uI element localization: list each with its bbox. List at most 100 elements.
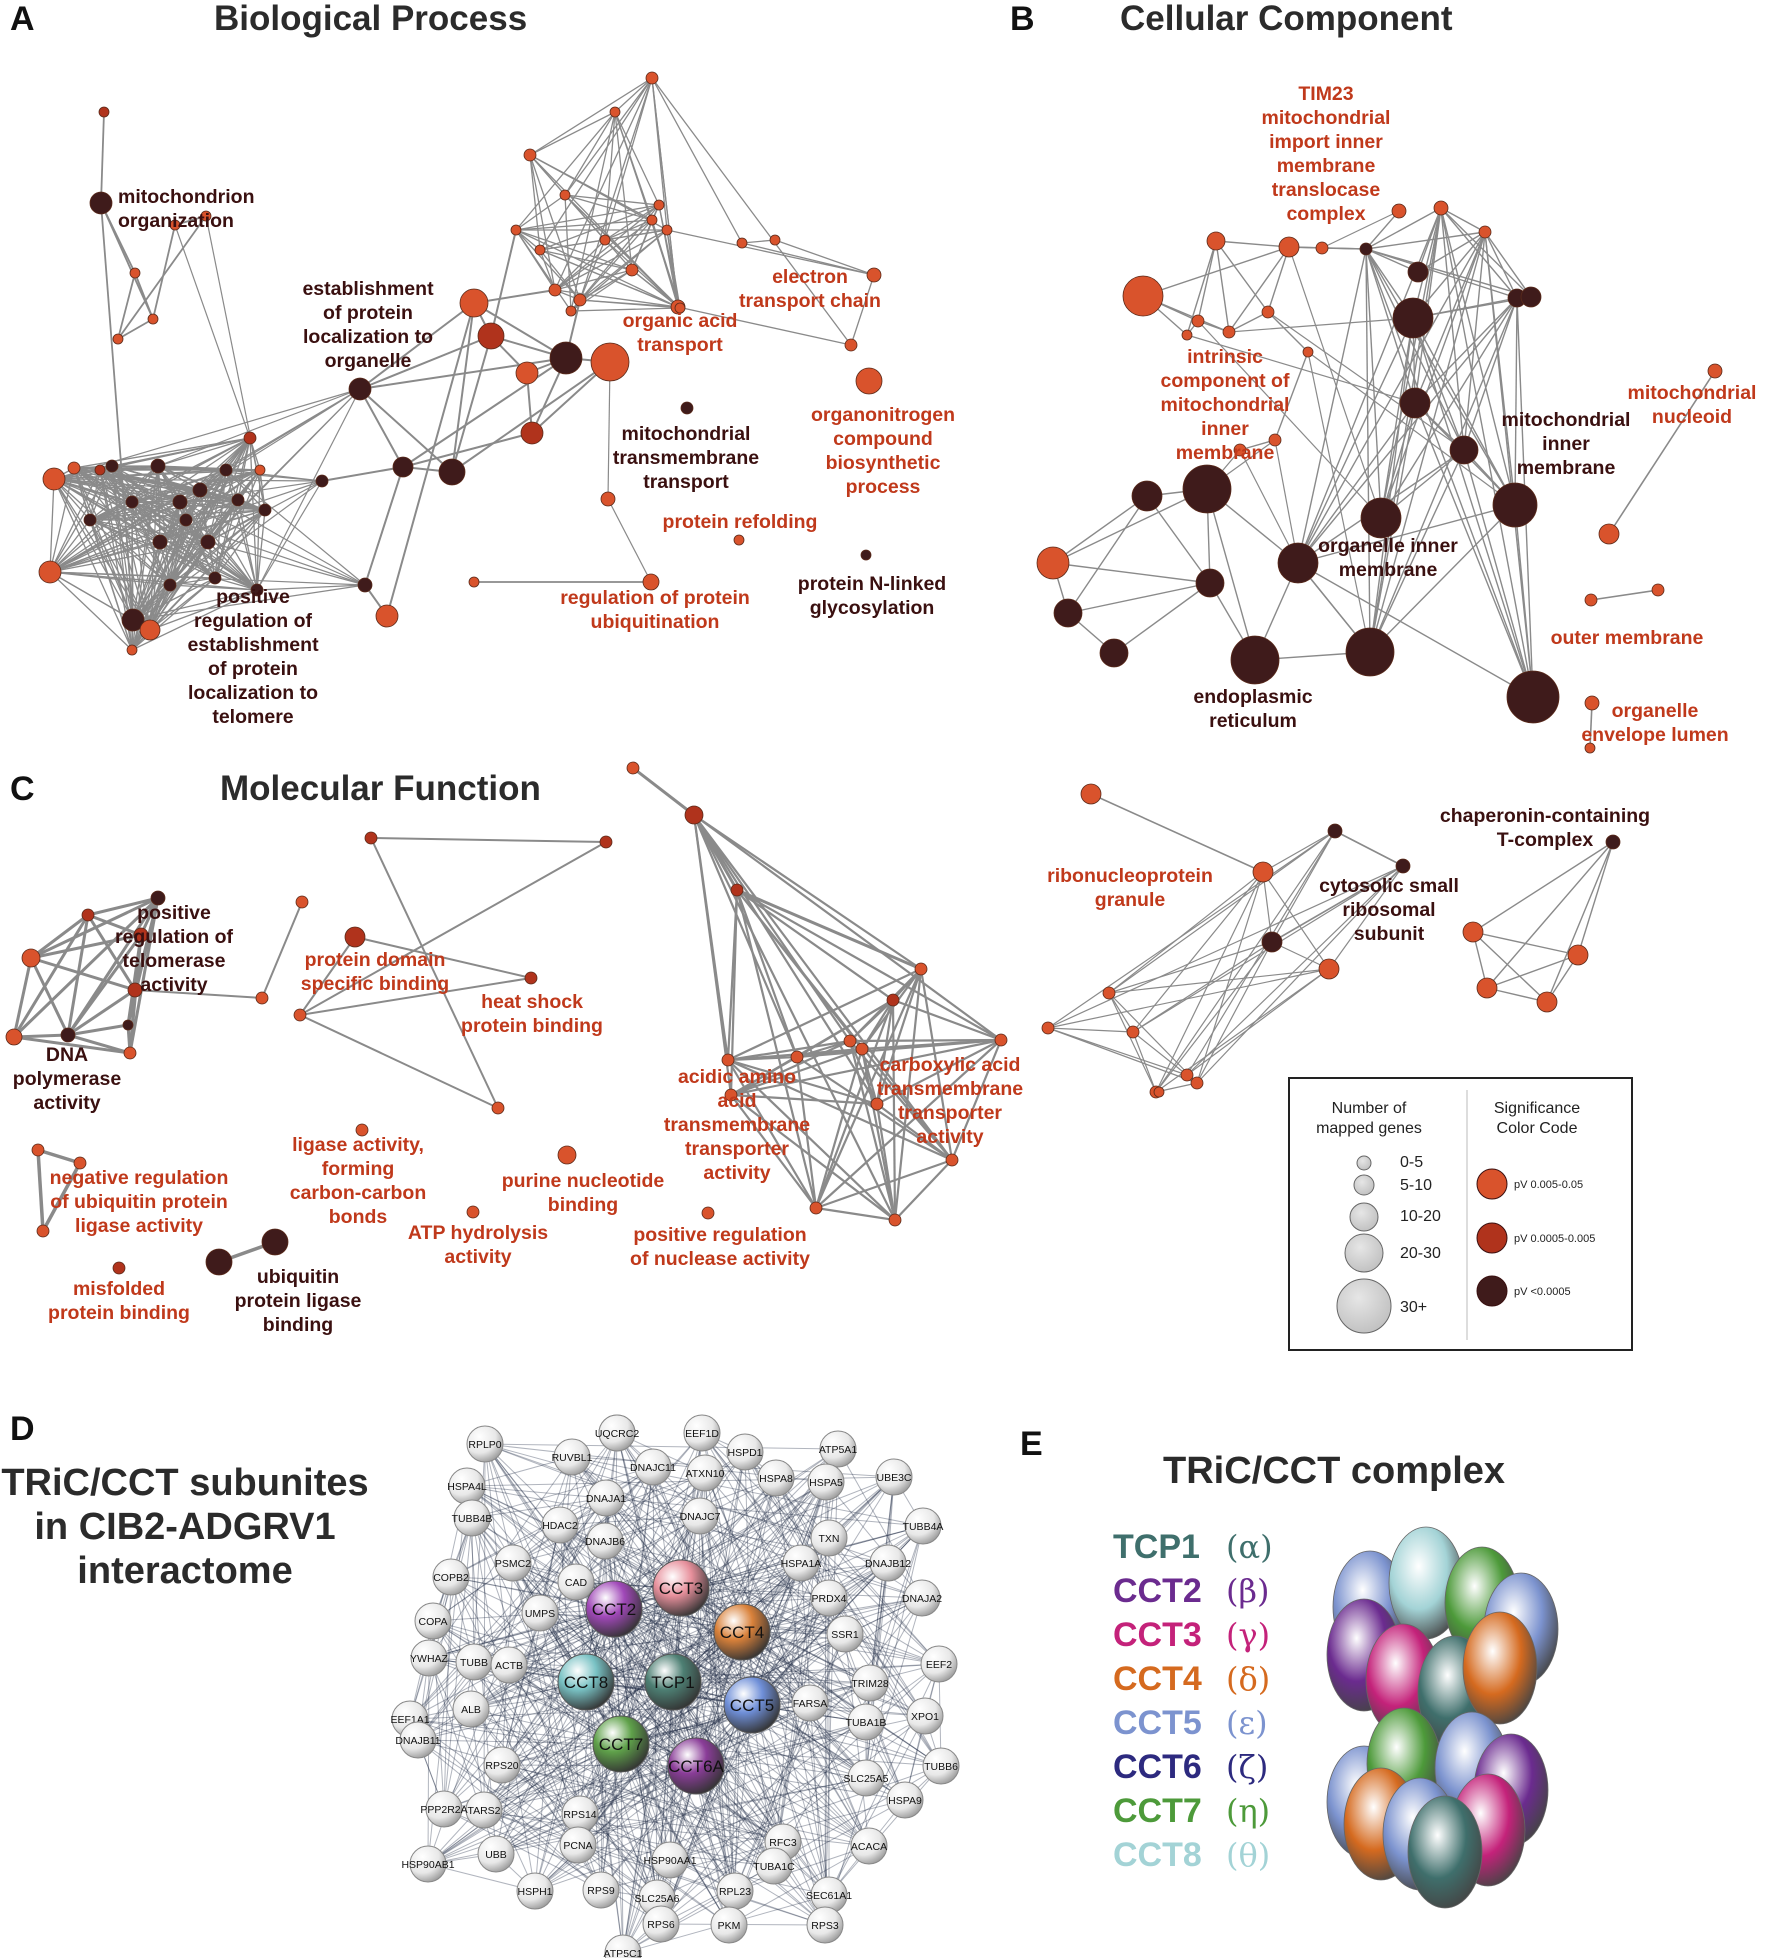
interactome-edge (427, 1743, 622, 1865)
interactome-edge (501, 1764, 736, 1892)
cc-edge (1067, 495, 1148, 614)
bp-node (549, 341, 583, 375)
bp-edge (49, 571, 366, 586)
cc-edge (1321, 210, 1400, 249)
interactome-edge (450, 1576, 784, 1843)
interactome-edge (483, 1765, 697, 1811)
bp-edge (249, 437, 258, 591)
mf-node (21, 948, 41, 968)
bp-node (231, 493, 245, 507)
interactome-edge (620, 1743, 624, 1954)
gene-label: DNAJB6 (585, 1536, 625, 1548)
cc-node (1222, 325, 1236, 339)
gene-node (490, 1646, 528, 1684)
interactome-edge (741, 1476, 895, 1633)
interactome-edge (660, 1597, 923, 1925)
interactome-edge (744, 1451, 830, 1896)
cc-edge (1267, 311, 1309, 353)
gene-node (710, 1906, 748, 1944)
interactome-edge (483, 1448, 839, 1811)
bp-edge (651, 77, 679, 308)
cc-edge (1197, 320, 1382, 519)
interactome-edge (669, 1765, 942, 1861)
bp-edge (850, 274, 875, 346)
cc-edge (1440, 207, 1516, 506)
bp-edge (179, 480, 323, 503)
cc-edge (1369, 317, 1414, 653)
gene-node (875, 1458, 913, 1496)
interactome-edge (704, 1472, 870, 1847)
bp-edge (49, 388, 361, 573)
cc-edge (1365, 207, 1442, 250)
interactome-edge (484, 1443, 579, 1846)
bp-edge (515, 229, 681, 309)
bp-node (219, 463, 233, 477)
bp-edge (604, 239, 679, 308)
mf-edge (12, 957, 33, 1038)
gene-node (410, 1639, 448, 1677)
interactome-edge (508, 1664, 753, 1706)
cct-node (713, 1603, 771, 1661)
cc-ribo-node (1395, 858, 1411, 874)
mf-edge (692, 814, 733, 1096)
interactome-edge (622, 1681, 674, 1954)
cc-node (1399, 387, 1431, 419)
cc-node (1302, 346, 1314, 358)
gene-label: UQCRC2 (595, 1428, 639, 1440)
mf-edge (261, 901, 303, 999)
cc-ribo-edge (1472, 931, 1579, 956)
cct-subunit-greek: (θ) (1226, 1836, 1270, 1874)
cct-subunit-greek: (ε) (1226, 1704, 1268, 1742)
interactome-edge (577, 1587, 682, 1846)
cc-ribo-edge (1262, 830, 1336, 873)
interactome-edge (484, 1443, 775, 1867)
interactome-edge (483, 1562, 802, 1811)
bp-edge (73, 467, 151, 631)
mf-node (31, 1143, 45, 1157)
gene-label: PKM (718, 1920, 741, 1932)
panel-d-letter: D (10, 1410, 35, 1448)
mf-edge (730, 1038, 1002, 1097)
legend-color-label: pV 0.005-0.05 (1514, 1179, 1583, 1191)
cc-ribo-edge (1577, 841, 1614, 956)
cc-ribo-edge (1486, 841, 1614, 989)
interactome-edge (534, 1765, 697, 1892)
interactome-edge (428, 1562, 889, 1659)
cct-subunit-name: CCT7 (1113, 1792, 1202, 1830)
cc-ribo-node (1327, 823, 1343, 839)
interactome-edge (600, 1466, 654, 1891)
bp-edge (515, 111, 616, 231)
interactome-edge (728, 1845, 870, 1926)
interactome-edge (484, 1443, 830, 1539)
interactome-edge (409, 1718, 602, 1891)
mf-edge (693, 814, 1002, 1041)
cc-node (1099, 638, 1129, 668)
bp-label: protein refolding (663, 511, 818, 533)
cc-ribo-edge (1047, 968, 1330, 1029)
bp-edge (99, 469, 181, 503)
gene-label: HSP90AA1 (643, 1855, 696, 1867)
cc-ribo-edge (1486, 954, 1579, 989)
cc-ribo-edge (1155, 830, 1336, 1093)
cc-ribo-edge (1271, 865, 1404, 943)
interactome-edge (680, 1476, 895, 1589)
interactome-edge (680, 1587, 826, 1926)
mf-node (150, 890, 166, 906)
interactome-edge (466, 1485, 867, 1779)
mf-node (721, 1053, 735, 1067)
bp-edge (214, 469, 261, 579)
cc-edge (1297, 562, 1534, 698)
interactome-edge (484, 1443, 753, 1706)
bp-edge (564, 194, 572, 312)
bp-node (392, 456, 414, 478)
bp-edge (564, 194, 633, 271)
bp-edge (185, 469, 227, 521)
legend-color-swatch (1476, 1275, 1508, 1307)
gene-node (904, 1507, 942, 1545)
bp-node (733, 534, 745, 546)
bp-edge (89, 509, 266, 521)
cct-node (557, 1653, 615, 1711)
cc-node (1036, 546, 1070, 580)
